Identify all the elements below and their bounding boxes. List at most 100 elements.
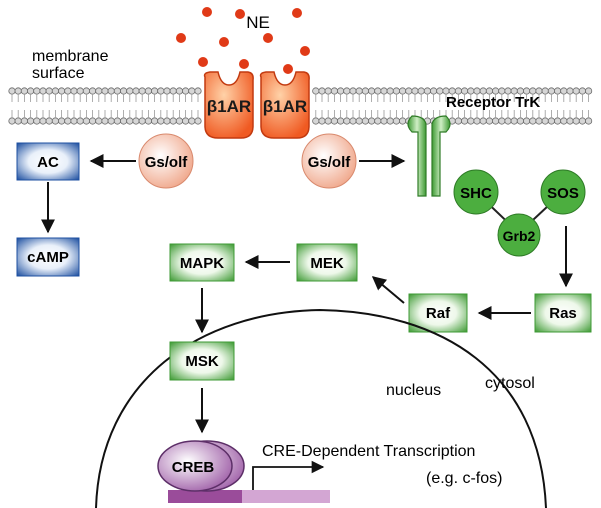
lipid-head bbox=[95, 87, 103, 95]
lipid-head bbox=[76, 117, 84, 125]
beta1ar-receptor: β1AR bbox=[203, 71, 254, 139]
gs-olf-right: Gs/olf bbox=[301, 133, 357, 189]
lipid-head bbox=[101, 117, 109, 125]
lipid-head bbox=[355, 117, 363, 125]
lipid-head bbox=[367, 117, 376, 125]
lipid-head bbox=[113, 117, 122, 125]
transcription-label: CRE-Dependent Transcription bbox=[262, 443, 475, 460]
ras-label: Ras bbox=[549, 305, 577, 322]
lipid-head bbox=[157, 117, 165, 125]
receptor-trk bbox=[407, 115, 451, 197]
lipid-head bbox=[324, 117, 332, 125]
lipid-head bbox=[560, 117, 568, 125]
lipid-head bbox=[380, 87, 388, 95]
nuclear-envelope bbox=[95, 308, 547, 508]
beta1ar-label: β1AR bbox=[263, 97, 307, 116]
lipid-head bbox=[194, 87, 202, 95]
lipid-head bbox=[33, 117, 41, 125]
ac-label: AC bbox=[37, 154, 59, 171]
lipid-head bbox=[126, 117, 134, 125]
lipid-head bbox=[107, 117, 115, 125]
creb-label: CREB bbox=[172, 459, 215, 476]
lipid-head bbox=[45, 117, 53, 125]
lipid-head bbox=[64, 117, 72, 125]
lipid-head bbox=[547, 117, 556, 125]
membrane-label: membrane bbox=[32, 48, 109, 65]
lipid-head bbox=[57, 87, 66, 95]
ne-molecules bbox=[176, 7, 310, 74]
ac-node: AC bbox=[16, 142, 80, 181]
lipid-head bbox=[541, 117, 549, 125]
lipid-head bbox=[498, 117, 506, 125]
cytosol-label: cytosol bbox=[485, 375, 535, 392]
lipid-head bbox=[26, 87, 35, 95]
lipid-head bbox=[8, 87, 16, 95]
lipid-head bbox=[182, 87, 190, 95]
lipid-head bbox=[324, 87, 332, 95]
ne-dot bbox=[239, 59, 249, 69]
lipid-head bbox=[70, 117, 78, 125]
lipid-head bbox=[386, 117, 394, 125]
lipid-head bbox=[429, 87, 438, 95]
lipid-head bbox=[120, 117, 128, 125]
ne-label: NE bbox=[246, 13, 270, 32]
lipid-head bbox=[318, 117, 326, 125]
ne-dot bbox=[198, 57, 208, 67]
lipid-head bbox=[392, 87, 400, 95]
ras-node: Ras bbox=[534, 293, 592, 333]
mek-label: MEK bbox=[310, 255, 344, 272]
adapter-complex: SHC SOS Grb2 bbox=[453, 169, 586, 257]
lipid-head bbox=[541, 87, 549, 95]
lipid-head bbox=[553, 117, 562, 125]
camp-label: cAMP bbox=[27, 249, 69, 266]
receptor-trk-label: Receptor TrK bbox=[446, 94, 540, 111]
lipid-head bbox=[485, 117, 493, 125]
beta1ar-label: β1AR bbox=[207, 97, 251, 116]
lipid-head bbox=[491, 117, 500, 125]
lipid-head bbox=[349, 117, 357, 125]
lipid-head bbox=[578, 117, 587, 125]
lipid-head bbox=[144, 117, 152, 125]
lipid-head bbox=[572, 117, 580, 125]
pathway-arrows bbox=[41, 154, 573, 434]
lipid-head bbox=[138, 117, 146, 125]
lipid-head bbox=[89, 87, 97, 95]
lipid-head bbox=[169, 87, 177, 95]
lipid-head bbox=[584, 117, 593, 125]
sos-node bbox=[540, 169, 586, 215]
mek-node: MEK bbox=[296, 243, 358, 282]
lipid-head bbox=[157, 87, 165, 95]
gs-olf-label: Gs/olf bbox=[308, 154, 352, 171]
lipid-head bbox=[89, 117, 97, 125]
sos-label: SOS bbox=[547, 185, 579, 202]
lipid-head bbox=[522, 117, 531, 125]
lipid-head bbox=[510, 117, 518, 125]
lipid-head bbox=[566, 117, 574, 125]
lipid-head bbox=[584, 87, 593, 95]
lipid-head bbox=[312, 117, 320, 125]
ne-dot bbox=[176, 33, 186, 43]
transcription-start-arrow bbox=[252, 460, 325, 490]
lipid-head bbox=[560, 87, 568, 95]
lipid-head bbox=[169, 117, 177, 125]
lipid-head bbox=[175, 87, 183, 95]
ne-dot bbox=[219, 37, 229, 47]
lipid-head bbox=[194, 117, 202, 125]
lipid-head bbox=[330, 87, 338, 95]
lipid-head bbox=[82, 87, 91, 95]
msk-node: MSK bbox=[169, 341, 235, 381]
lipid-head bbox=[417, 87, 425, 95]
gs-olf-left: Gs/olf bbox=[138, 133, 194, 189]
nucleus-label: nucleus bbox=[386, 382, 441, 399]
ne-dot bbox=[283, 64, 293, 74]
gene-region bbox=[242, 490, 330, 503]
lipid-head bbox=[343, 87, 351, 95]
lipid-head bbox=[361, 117, 369, 125]
lipid-head bbox=[473, 117, 481, 125]
lipid-head bbox=[392, 117, 400, 125]
lipid-head bbox=[26, 117, 35, 125]
lipid-head bbox=[20, 87, 28, 95]
lipid-head bbox=[126, 87, 134, 95]
msk-label: MSK bbox=[185, 353, 219, 370]
